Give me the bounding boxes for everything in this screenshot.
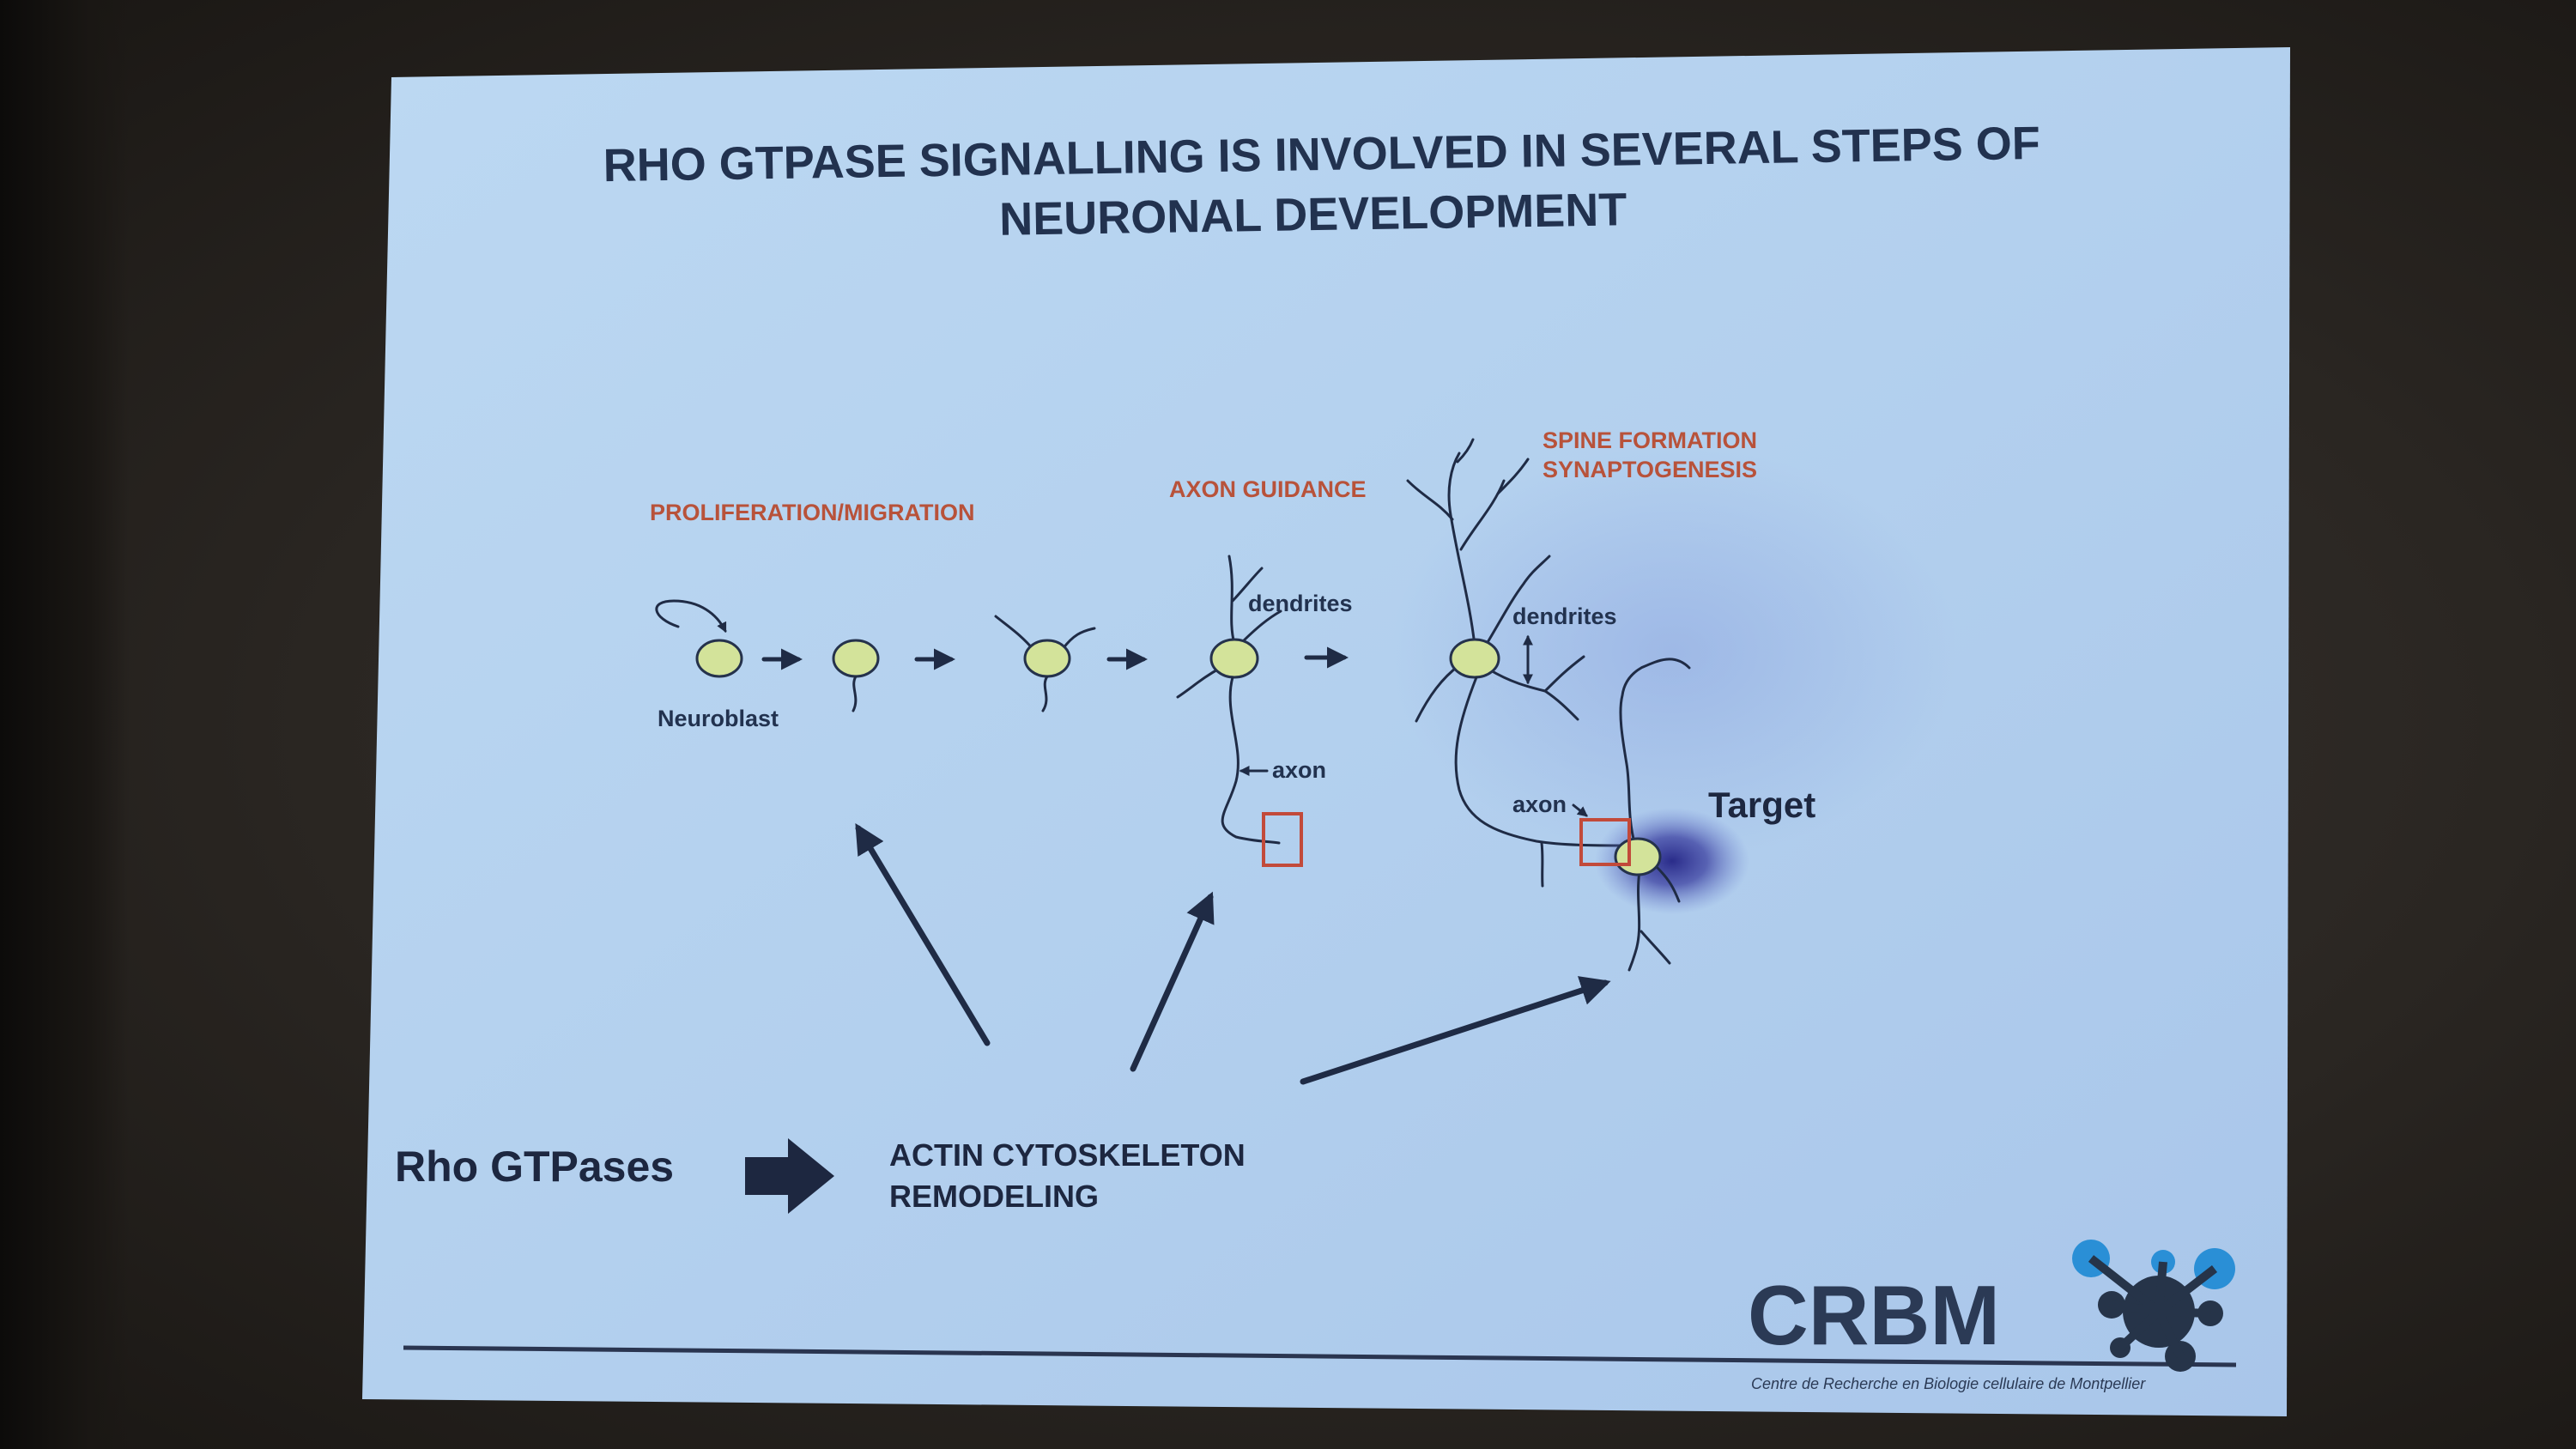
label-target: Target — [1708, 785, 1815, 825]
label-neuroblast: Neuroblast — [658, 706, 779, 731]
migrating-cell — [832, 639, 880, 712]
target-neuron — [1579, 658, 1691, 972]
polarizing-cell — [994, 615, 1096, 712]
axon-pointer-2 — [1572, 803, 1588, 817]
axon-guidance-neuron — [1176, 555, 1303, 867]
remodeling-arrows — [855, 822, 1611, 1085]
arrow-to-proliferation — [855, 822, 991, 1046]
slide-title-line2: NEURONAL DEVELOPMENT — [999, 184, 1627, 245]
stage-label-spine-formation: SPINE FORMATION — [1543, 427, 1757, 453]
crbm-molecule-icon — [2072, 1240, 2235, 1372]
background-haze — [1391, 446, 1957, 858]
stage-label-axon-guidance: AXON GUIDANCE — [1169, 476, 1367, 502]
rho-gtpases-label: Rho GTPases — [395, 1143, 674, 1191]
mature-neuron — [1406, 438, 1628, 888]
label-axon-1: axon — [1272, 757, 1326, 783]
rho-to-actin-arrow — [745, 1138, 834, 1214]
footer-rule — [403, 1345, 2237, 1367]
arrow-to-target — [1300, 976, 1611, 1085]
neuroblast-cell — [655, 599, 743, 678]
actin-remodeling-line2: REMODELING — [889, 1179, 1099, 1214]
label-dendrites-2: dendrites — [1512, 603, 1617, 629]
room-dark-edge — [0, 0, 129, 1449]
crbm-logo-text: CRBM — [1748, 1268, 2000, 1362]
crbm-logo: CRBM Centre de Recherche en Biologie cel… — [1748, 1240, 2235, 1392]
slide-background — [362, 47, 2290, 1416]
arrow-to-axon-guidance — [1130, 891, 1215, 1072]
actin-remodeling-line1: ACTIN CYTOSKELETON — [889, 1137, 1246, 1173]
stage-arrows — [761, 646, 1349, 670]
stage-label-synaptogenesis: SYNAPTOGENESIS — [1543, 457, 1757, 482]
crbm-caption: Centre de Recherche en Biologie cellulai… — [1751, 1375, 2146, 1392]
label-dendrites-1: dendrites — [1248, 591, 1353, 616]
label-axon-2: axon — [1512, 791, 1567, 817]
stage-label-proliferation: PROLIFERATION/MIGRATION — [650, 500, 974, 525]
